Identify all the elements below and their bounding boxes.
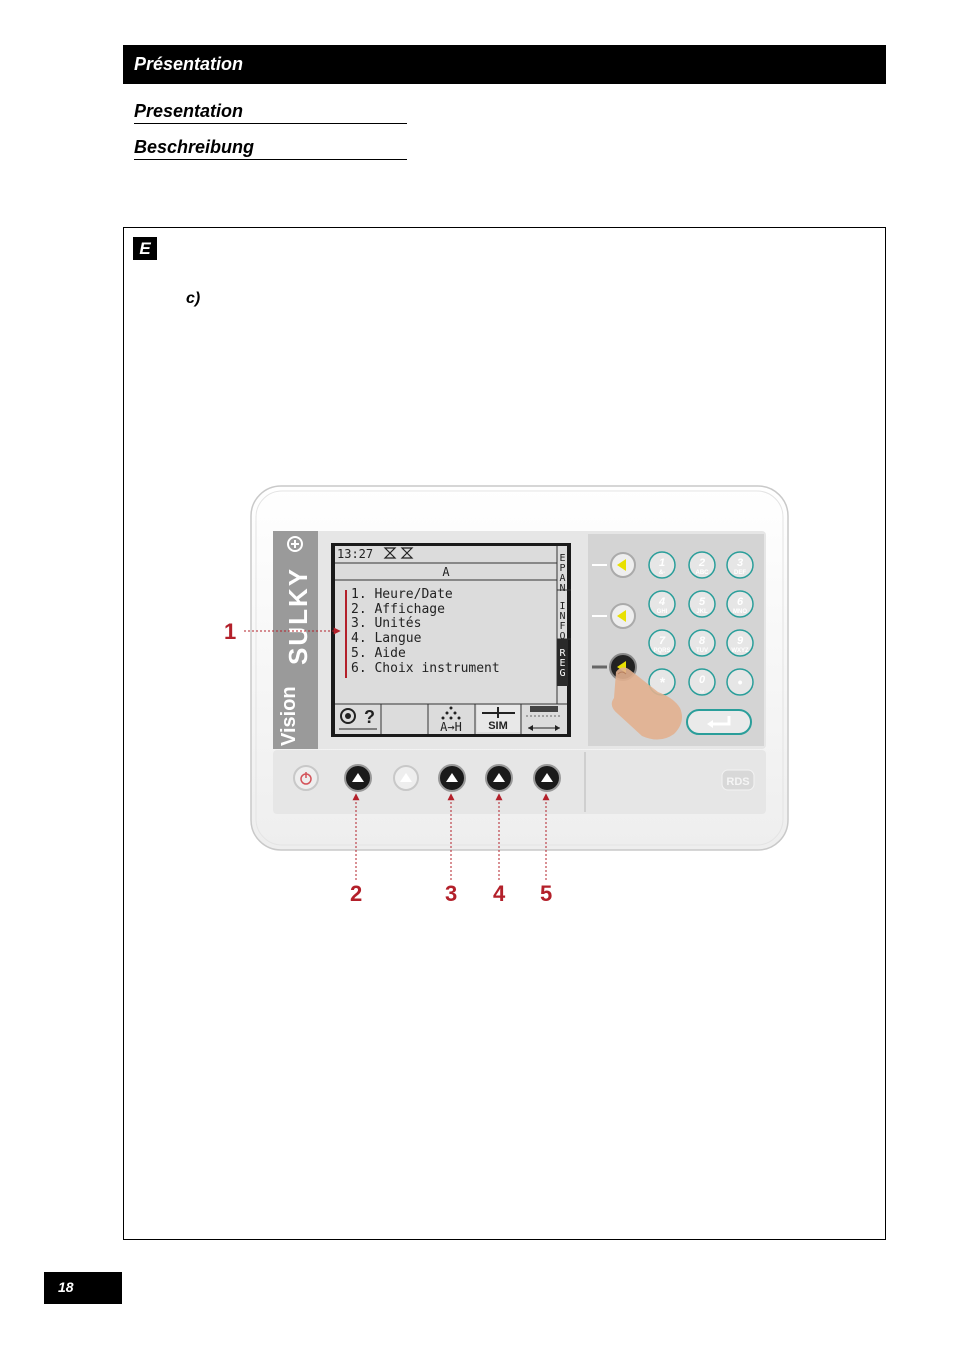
keypad-letters: &- bbox=[659, 570, 665, 576]
soft-key-3-button[interactable] bbox=[438, 764, 466, 792]
keypad-digit: 7 bbox=[659, 635, 666, 647]
tab-letter: I bbox=[559, 601, 565, 612]
keypad-letters: WXYZ bbox=[731, 648, 749, 654]
tab-letter: E bbox=[559, 658, 565, 669]
tab-reg[interactable]: REG bbox=[559, 648, 566, 679]
menu-item-4: 4. Langue bbox=[351, 631, 422, 646]
keypad-letters: TUV bbox=[696, 648, 708, 654]
svg-text:A→H: A→H bbox=[440, 720, 462, 734]
tab-letter: G bbox=[559, 668, 565, 679]
menu-item-2: 2. Affichage bbox=[351, 602, 445, 617]
svg-text:RDS: RDS bbox=[726, 776, 749, 788]
soft-key-4-button[interactable] bbox=[485, 764, 513, 792]
keypad-letters: MNO bbox=[733, 609, 747, 615]
menu-item-1: 1. Heure/Date bbox=[351, 587, 453, 602]
rds-logo: RDS bbox=[721, 769, 755, 791]
sulky-logo-icon bbox=[287, 536, 303, 552]
callout-5: 5 bbox=[540, 881, 552, 906]
tab-letter: E bbox=[559, 553, 565, 564]
page-number-box: 18 bbox=[44, 1272, 122, 1304]
tab-letter: A bbox=[559, 573, 565, 584]
keypad-digit: 2 bbox=[698, 557, 705, 569]
tab-letter: O bbox=[559, 631, 565, 642]
tab-letter: R bbox=[559, 648, 566, 659]
hourglass-icon bbox=[383, 547, 414, 559]
keypad-digit: 6 bbox=[737, 596, 744, 608]
bottom-button-row: RDS bbox=[293, 764, 755, 792]
keypad-key-12[interactable]: • bbox=[726, 668, 754, 696]
svg-text:SIM: SIM bbox=[488, 720, 508, 732]
keypad-letters: ABC bbox=[696, 570, 710, 576]
keypad-letters: GHI bbox=[657, 609, 668, 615]
tab-letter: F bbox=[559, 621, 565, 632]
soft-key-blank-button[interactable] bbox=[393, 765, 419, 791]
page-number: 18 bbox=[58, 1279, 74, 1295]
keypad-digit: 4 bbox=[658, 596, 665, 608]
enter-key[interactable] bbox=[686, 709, 752, 735]
svg-text:?: ? bbox=[364, 707, 375, 727]
callout-1: 1 bbox=[224, 619, 236, 644]
callout-2: 2 bbox=[350, 881, 362, 906]
subtitle-german: Beschreibung bbox=[134, 137, 407, 160]
section-letter: E bbox=[133, 237, 157, 260]
figure-frame bbox=[123, 227, 886, 1240]
keypad-panel: 1&-2ABC3DEF4GHI5JKL6MNO7PQRS8TUV9WXYZ*0␣… bbox=[588, 534, 764, 746]
keypad-digit: * bbox=[659, 674, 665, 690]
callouts: 1 2 3 4 5 bbox=[224, 619, 552, 906]
subtitle-english: Presentation bbox=[134, 101, 407, 124]
lcd-screen: 13:27 A 1. Heure/Date 2. Affichage 3. Un… bbox=[331, 543, 571, 737]
keypad-digit: 5 bbox=[699, 596, 706, 608]
soft-key-5-button[interactable] bbox=[533, 764, 561, 792]
tab-letter: N bbox=[559, 611, 565, 622]
callout-4: 4 bbox=[493, 881, 506, 906]
brand-logo: SULKY bbox=[283, 567, 313, 665]
help-icon: ? bbox=[339, 707, 377, 730]
screen-header-value: A bbox=[442, 565, 450, 579]
keypad-digit: • bbox=[738, 674, 743, 690]
finger-illustration bbox=[611, 667, 682, 740]
keypad-digit: 3 bbox=[737, 557, 743, 569]
menu-item-5: 5. Aide bbox=[351, 646, 406, 661]
menu-item-3: 3. Unités bbox=[351, 616, 421, 631]
simulation-icon: SIM bbox=[477, 705, 520, 732]
keypad-digit: 1 bbox=[659, 557, 665, 569]
screen-time: 13:27 bbox=[337, 547, 373, 561]
keypad-key-11[interactable]: 0␣ bbox=[688, 668, 716, 696]
callout-3: 3 bbox=[445, 881, 457, 906]
tab-letter: P bbox=[559, 563, 565, 574]
tab-letter: N bbox=[559, 583, 565, 594]
menu-item-6: 6. Choix instrument bbox=[351, 661, 500, 676]
keypad-key-1[interactable]: 1&- bbox=[648, 551, 676, 579]
section-title-bar: Présentation bbox=[123, 45, 886, 84]
select-key-1[interactable] bbox=[610, 552, 636, 578]
keypad-letters: ␣ bbox=[700, 687, 704, 693]
keypad-letters: PQRS bbox=[653, 648, 670, 654]
seed-pattern-icon: A→H bbox=[440, 706, 462, 734]
section-title: Présentation bbox=[134, 54, 244, 74]
sub-item-label: c) bbox=[186, 290, 201, 307]
keypad-digit: 9 bbox=[737, 635, 744, 647]
keypad-letters: DEF bbox=[734, 570, 746, 576]
keypad-digit: 0 bbox=[699, 674, 706, 686]
model-logo: Vision bbox=[278, 686, 300, 746]
power-button[interactable] bbox=[293, 765, 319, 791]
spread-width-icon bbox=[526, 706, 562, 731]
soft-key-2-button[interactable] bbox=[344, 764, 372, 792]
select-key-2[interactable] bbox=[610, 603, 636, 629]
keypad-digit: 8 bbox=[699, 635, 706, 647]
keypad-letters: JKL bbox=[696, 609, 708, 615]
brand-strip: SULKY Vision bbox=[273, 531, 318, 749]
